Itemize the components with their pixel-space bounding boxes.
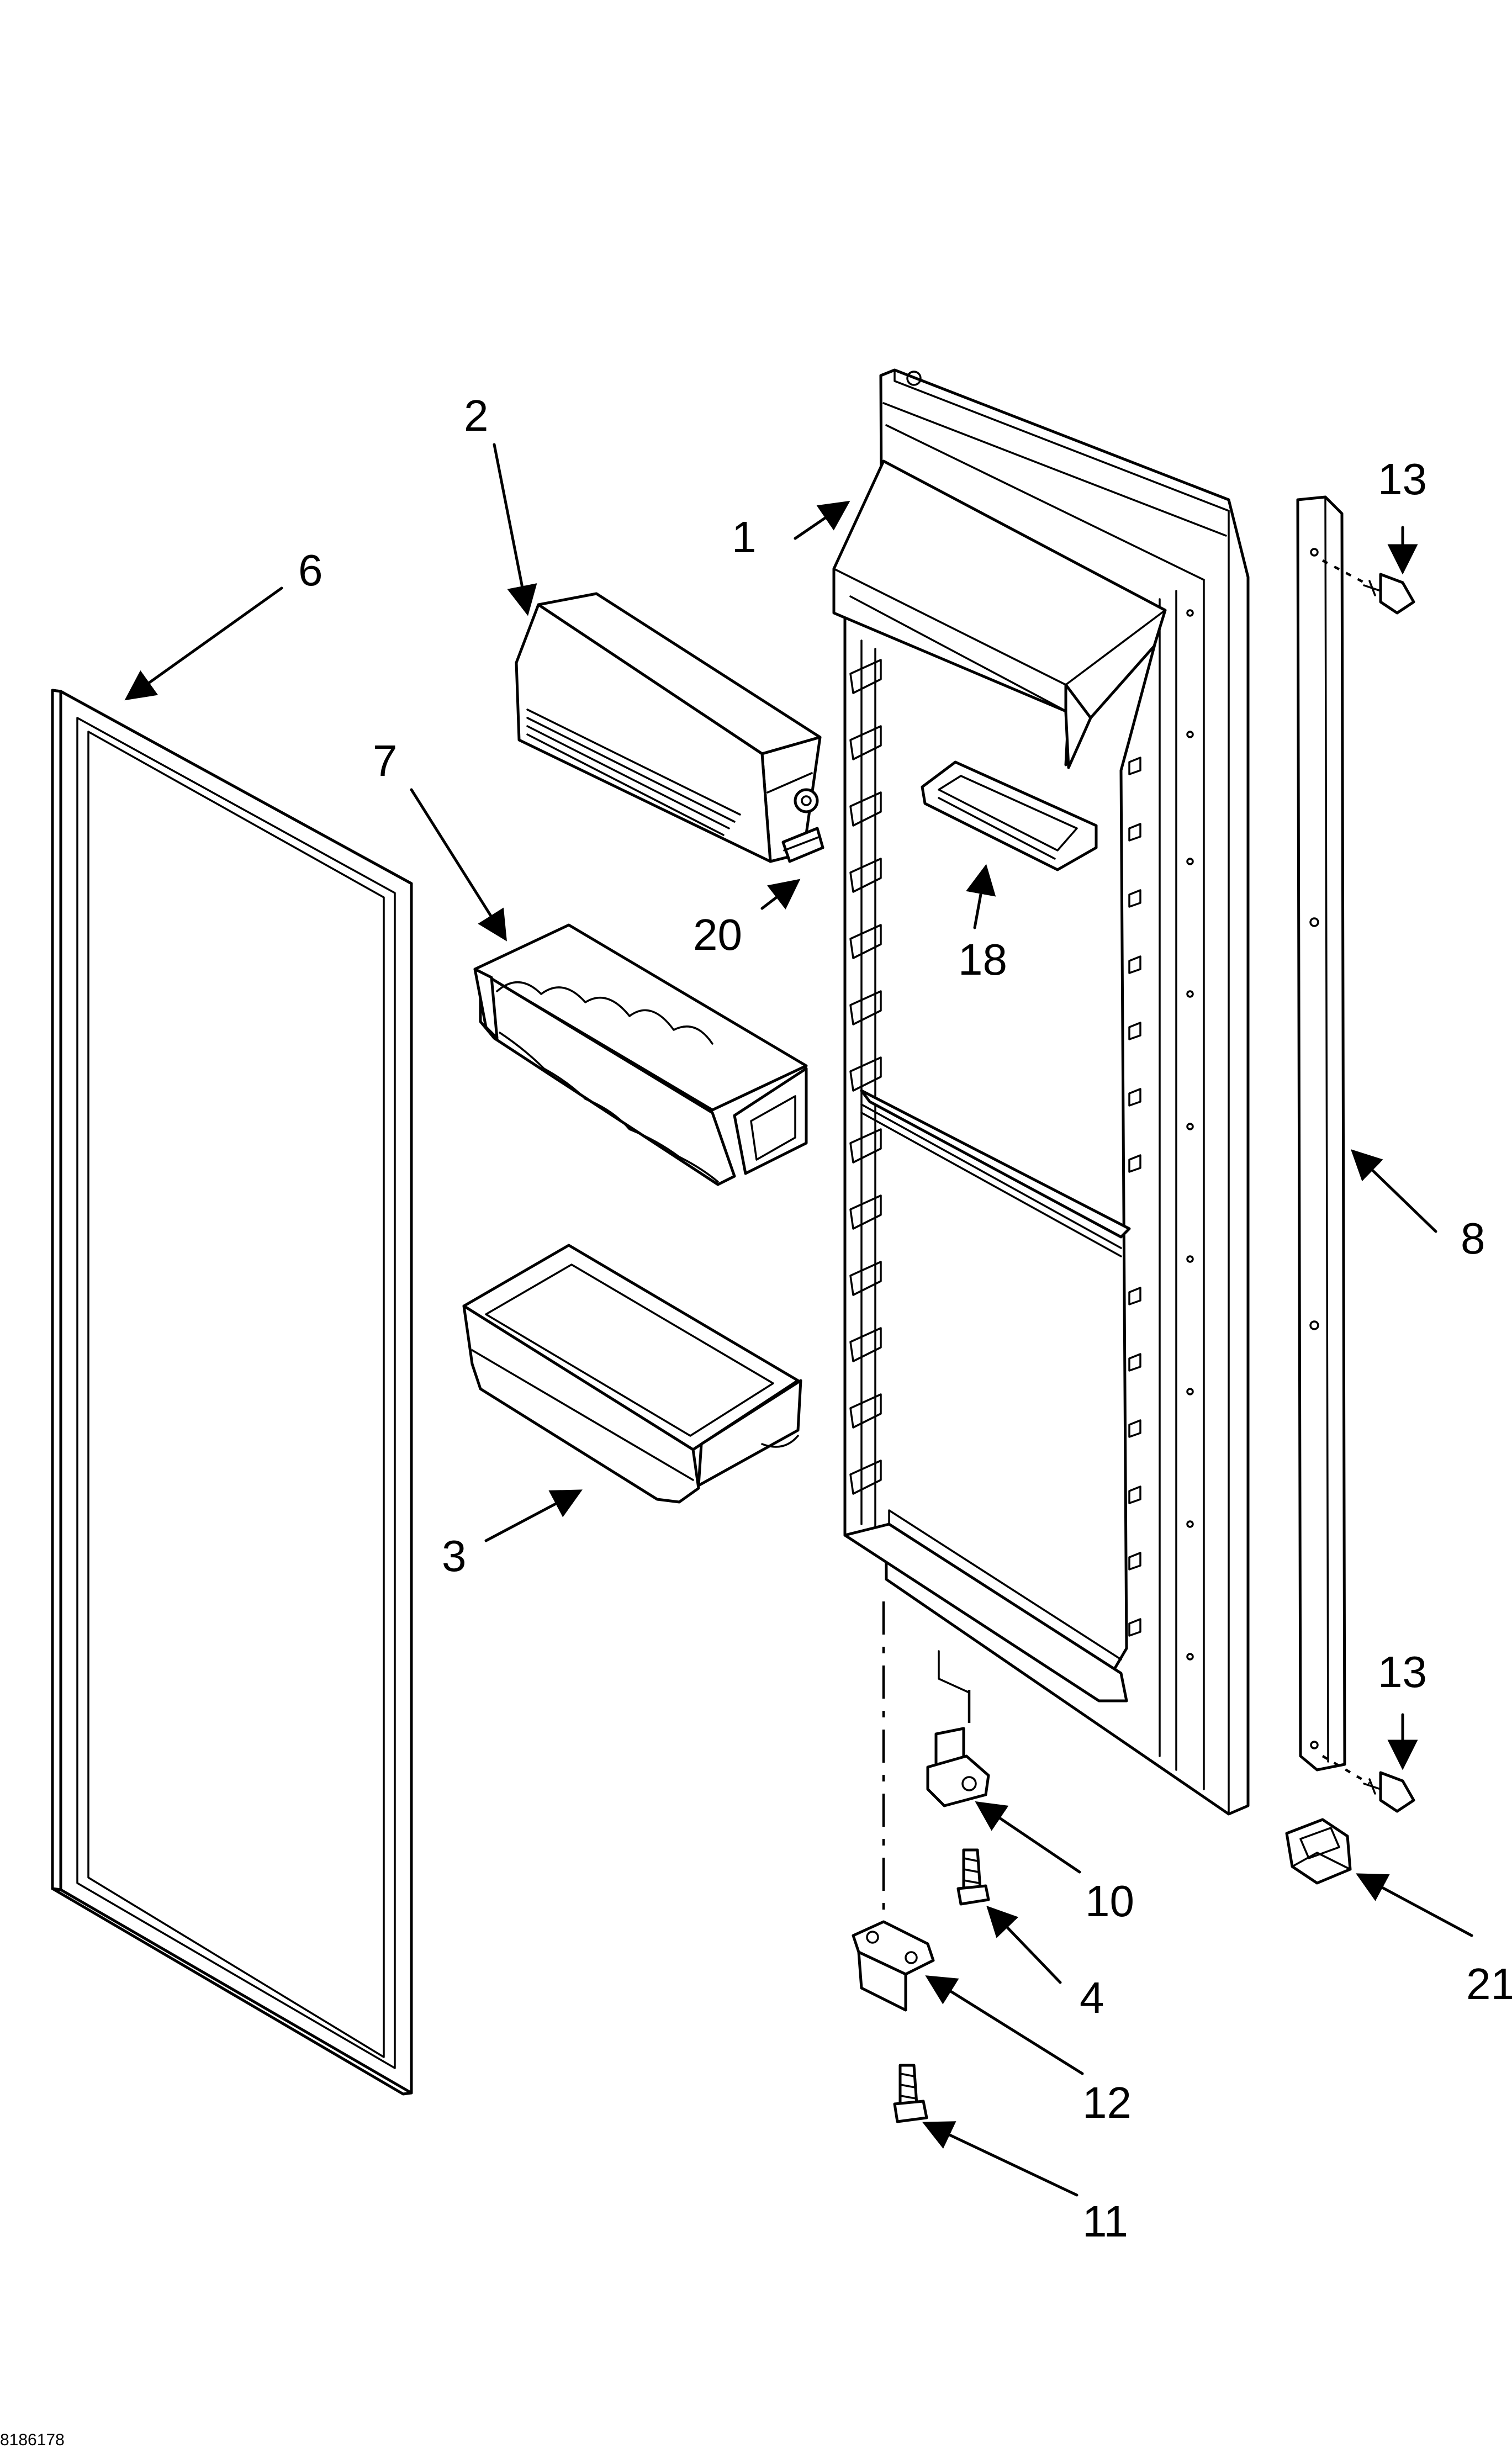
callout-11: 11 [1082,2197,1128,2246]
leader-18 [966,864,996,929]
callout-20: 20 [693,910,742,959]
leader-7 [410,788,507,942]
egg-bin-part-7 [473,923,808,1186]
leader-11 [922,2121,1079,2197]
callout-2: 2 [464,391,489,440]
leader-2 [493,443,537,616]
trim-screw-part-13-bottom [1321,1755,1415,1813]
leader-4 [986,1906,1062,1984]
callout-1: 1 [732,512,757,562]
callout-18: 18 [958,935,1007,984]
leader-3 [484,1489,583,1542]
hinge-screw-part-11 [893,2064,928,2123]
callout-21: 21 [1466,1959,1512,2008]
callouts: 1 2 3 4 6 7 8 10 11 12 13 13 18 20 21 [298,391,1512,2246]
dairy-door-pin-part-20 [781,788,824,863]
small-tray-part-18 [921,760,1098,871]
callout-7: 7 [373,736,398,785]
dairy-door-part-2 [515,592,822,863]
leader-lines [124,443,1473,2197]
leader-12 [925,1975,1084,2075]
door-liner-part-1 [832,368,1250,1816]
callout-8: 8 [1461,1214,1485,1263]
callout-6: 6 [298,546,323,595]
callout-13-bottom: 13 [1378,1647,1427,1696]
callout-4: 4 [1080,1973,1104,2022]
diagram-code: 8186178 [0,2431,65,2448]
leader-1 [794,500,850,540]
hinge-pin-part-10 [926,1690,990,1807]
trim-screw-part-13-top [1321,559,1415,615]
door-bin-part-3 [462,1244,802,1504]
leader-20 [760,879,801,910]
hinge-cover-part-21 [1285,1818,1352,1885]
callout-10: 10 [1085,1876,1134,1926]
callout-3: 3 [442,1531,467,1580]
leader-10 [975,1801,1081,1874]
door-gasket-part-6 [51,689,413,2096]
leader-6 [124,586,283,701]
bottom-hinge-part-12 [852,1601,935,2012]
leader-8 [1351,1149,1437,1233]
hinge-screw-part-4 [956,1848,990,1906]
leader-21 [1356,1873,1473,1937]
door-trim-part-8 [1296,495,1346,1772]
callout-13-top: 13 [1378,454,1427,504]
callout-12: 12 [1082,2078,1132,2127]
